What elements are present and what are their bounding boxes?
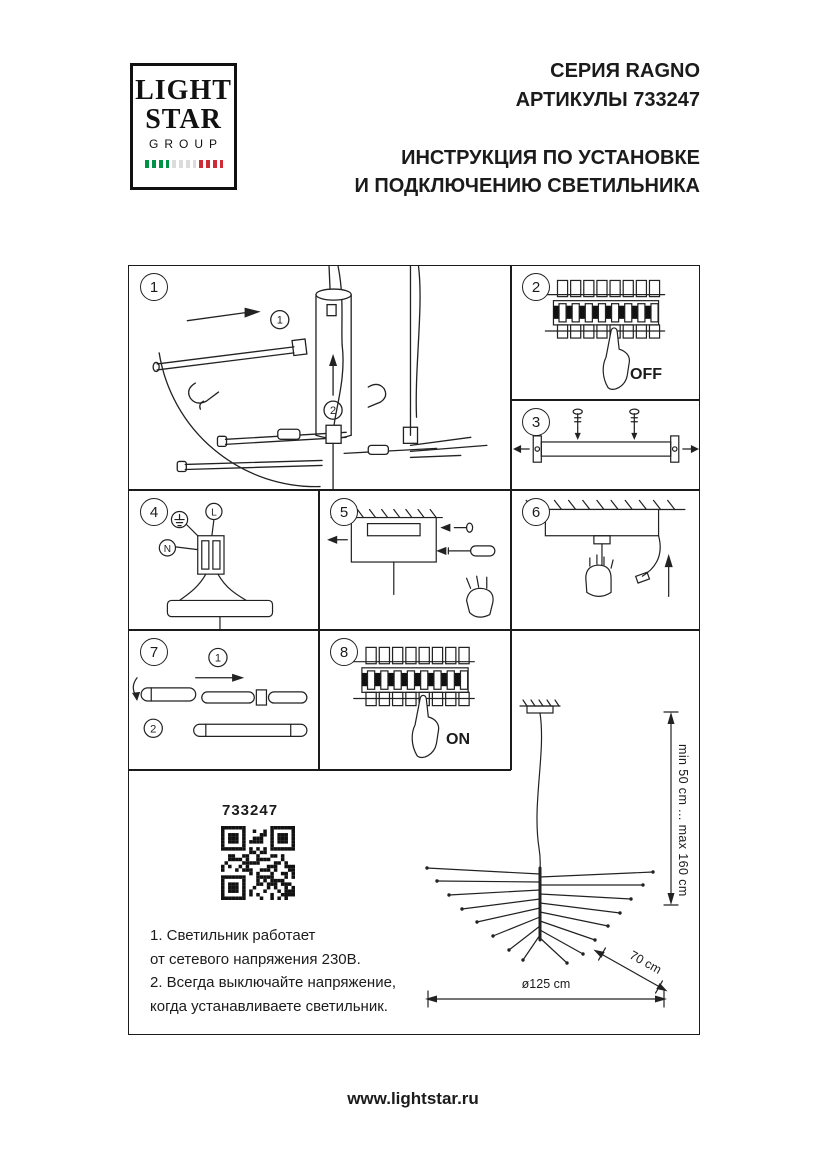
panel-step-7: 7 1 2 xyxy=(128,630,318,770)
lightstar-logo: LIGHT STAR GROUP xyxy=(130,63,237,190)
step-6-number: 6 xyxy=(522,498,550,526)
grid-line-h4 xyxy=(510,399,700,401)
left-hand-icon xyxy=(188,382,220,404)
step-7-substep-2: 2 xyxy=(150,723,156,735)
height-dimension-label: min 50 cm ... max 160 cm xyxy=(676,744,690,897)
step-3-illustration mounting-bracket-icon xyxy=(513,408,699,463)
product-dimension-diagram chandelier-icon xyxy=(425,699,679,1008)
panel-step-5: 5 xyxy=(318,490,510,630)
breaker-on-label: ON xyxy=(446,731,470,748)
step-5-illustration canopy-mount-icon xyxy=(327,508,496,618)
note-line-3: 2. Всегда выключайте напряжение, xyxy=(150,974,397,991)
series-title: СЕРИЯ RAGNO xyxy=(550,60,700,82)
note-line-2: от сетевого напряжения 230В. xyxy=(150,950,361,968)
italy-flag-icon xyxy=(133,160,234,168)
panel-step-3: 3 xyxy=(510,400,700,490)
right-hand-icon xyxy=(367,383,387,408)
note-line-1: 1. Светильник работает xyxy=(150,927,316,944)
panel-step-8: 8 ON xyxy=(318,630,510,770)
step-4-illustration wiring-terminals-icon: N L xyxy=(158,502,274,630)
qr-code xyxy=(221,826,295,900)
articles-title: АРТИКУЛЫ 733247 xyxy=(515,89,700,111)
step-7-number: 7 xyxy=(140,638,168,666)
step-5-number: 5 xyxy=(330,498,358,526)
step-3-number: 3 xyxy=(522,408,550,436)
step-8-number: 8 xyxy=(330,638,358,666)
step-1-illustration: 1 2 xyxy=(152,265,488,490)
grid-line-h2 xyxy=(128,629,700,631)
panel-step-1: 1 1 2 xyxy=(128,265,510,490)
terminal-n-label: N xyxy=(164,544,171,555)
step-7-illustration rod-assembly-icon: 1 2 xyxy=(132,647,308,739)
step-1-substep-2: 2 xyxy=(330,405,336,417)
instruction-line-2: И ПОДКЛЮЧЕНИЮ СВЕТИЛЬНИКА xyxy=(354,175,700,197)
step-4-number: 4 xyxy=(140,498,168,526)
note-line-4: когда устанавливаете светильник. xyxy=(150,997,388,1015)
hand-icon xyxy=(585,564,612,597)
instruction-title-block: ИНСТРУКЦИЯ ПО УСТАНОВКЕ И ПОДКЛЮЧЕНИЮ СВ… xyxy=(354,144,700,200)
depth-dimension-arrow xyxy=(602,954,659,987)
step-2-number: 2 xyxy=(522,273,550,301)
pointing-hand-icon xyxy=(602,327,631,390)
terminal-l-label: L xyxy=(211,508,217,519)
panel-step-2: 2 OFF xyxy=(510,265,700,400)
panel-step-6: 6 xyxy=(510,490,700,630)
product-article: 733247 xyxy=(222,802,279,819)
pointing-hand-icon xyxy=(411,694,440,759)
grid-line-v2 xyxy=(318,489,320,770)
logo-group: GROUP xyxy=(148,137,223,151)
step-7-substep-1: 1 xyxy=(215,653,221,665)
breaker-off-label: OFF xyxy=(630,366,662,383)
grid-line-v1 xyxy=(510,265,512,770)
website-url: www.lightstar.ru xyxy=(347,1089,479,1108)
screwdriver-icon xyxy=(469,545,496,557)
grid-line-h3 xyxy=(128,769,511,771)
grid-line-h1 xyxy=(128,489,700,491)
step-1-number: 1 xyxy=(140,273,168,301)
diagram-frame xyxy=(128,265,700,1035)
panel-step-4: 4 N L xyxy=(128,490,318,630)
hand-icon xyxy=(465,587,494,618)
safety-notes: 1. Светильник работает от сетевого напря… xyxy=(150,924,396,1018)
step-2-illustration breaker-off-icon xyxy=(544,279,666,390)
diameter-dimension-label: ø125 cm xyxy=(521,977,571,991)
earth-terminal-icon xyxy=(170,510,189,529)
logo-light: LIGHT xyxy=(135,75,232,106)
step-8-illustration breaker-on-icon xyxy=(353,646,475,759)
header-title-block: СЕРИЯ RAGNO АРТИКУЛЫ 733247 xyxy=(516,57,700,115)
logo-star: STAR xyxy=(145,104,222,135)
step-1-substep-1: 1 xyxy=(277,315,283,327)
instruction-line-1: ИНСТРУКЦИЯ ПО УСТАНОВКЕ xyxy=(401,147,700,169)
